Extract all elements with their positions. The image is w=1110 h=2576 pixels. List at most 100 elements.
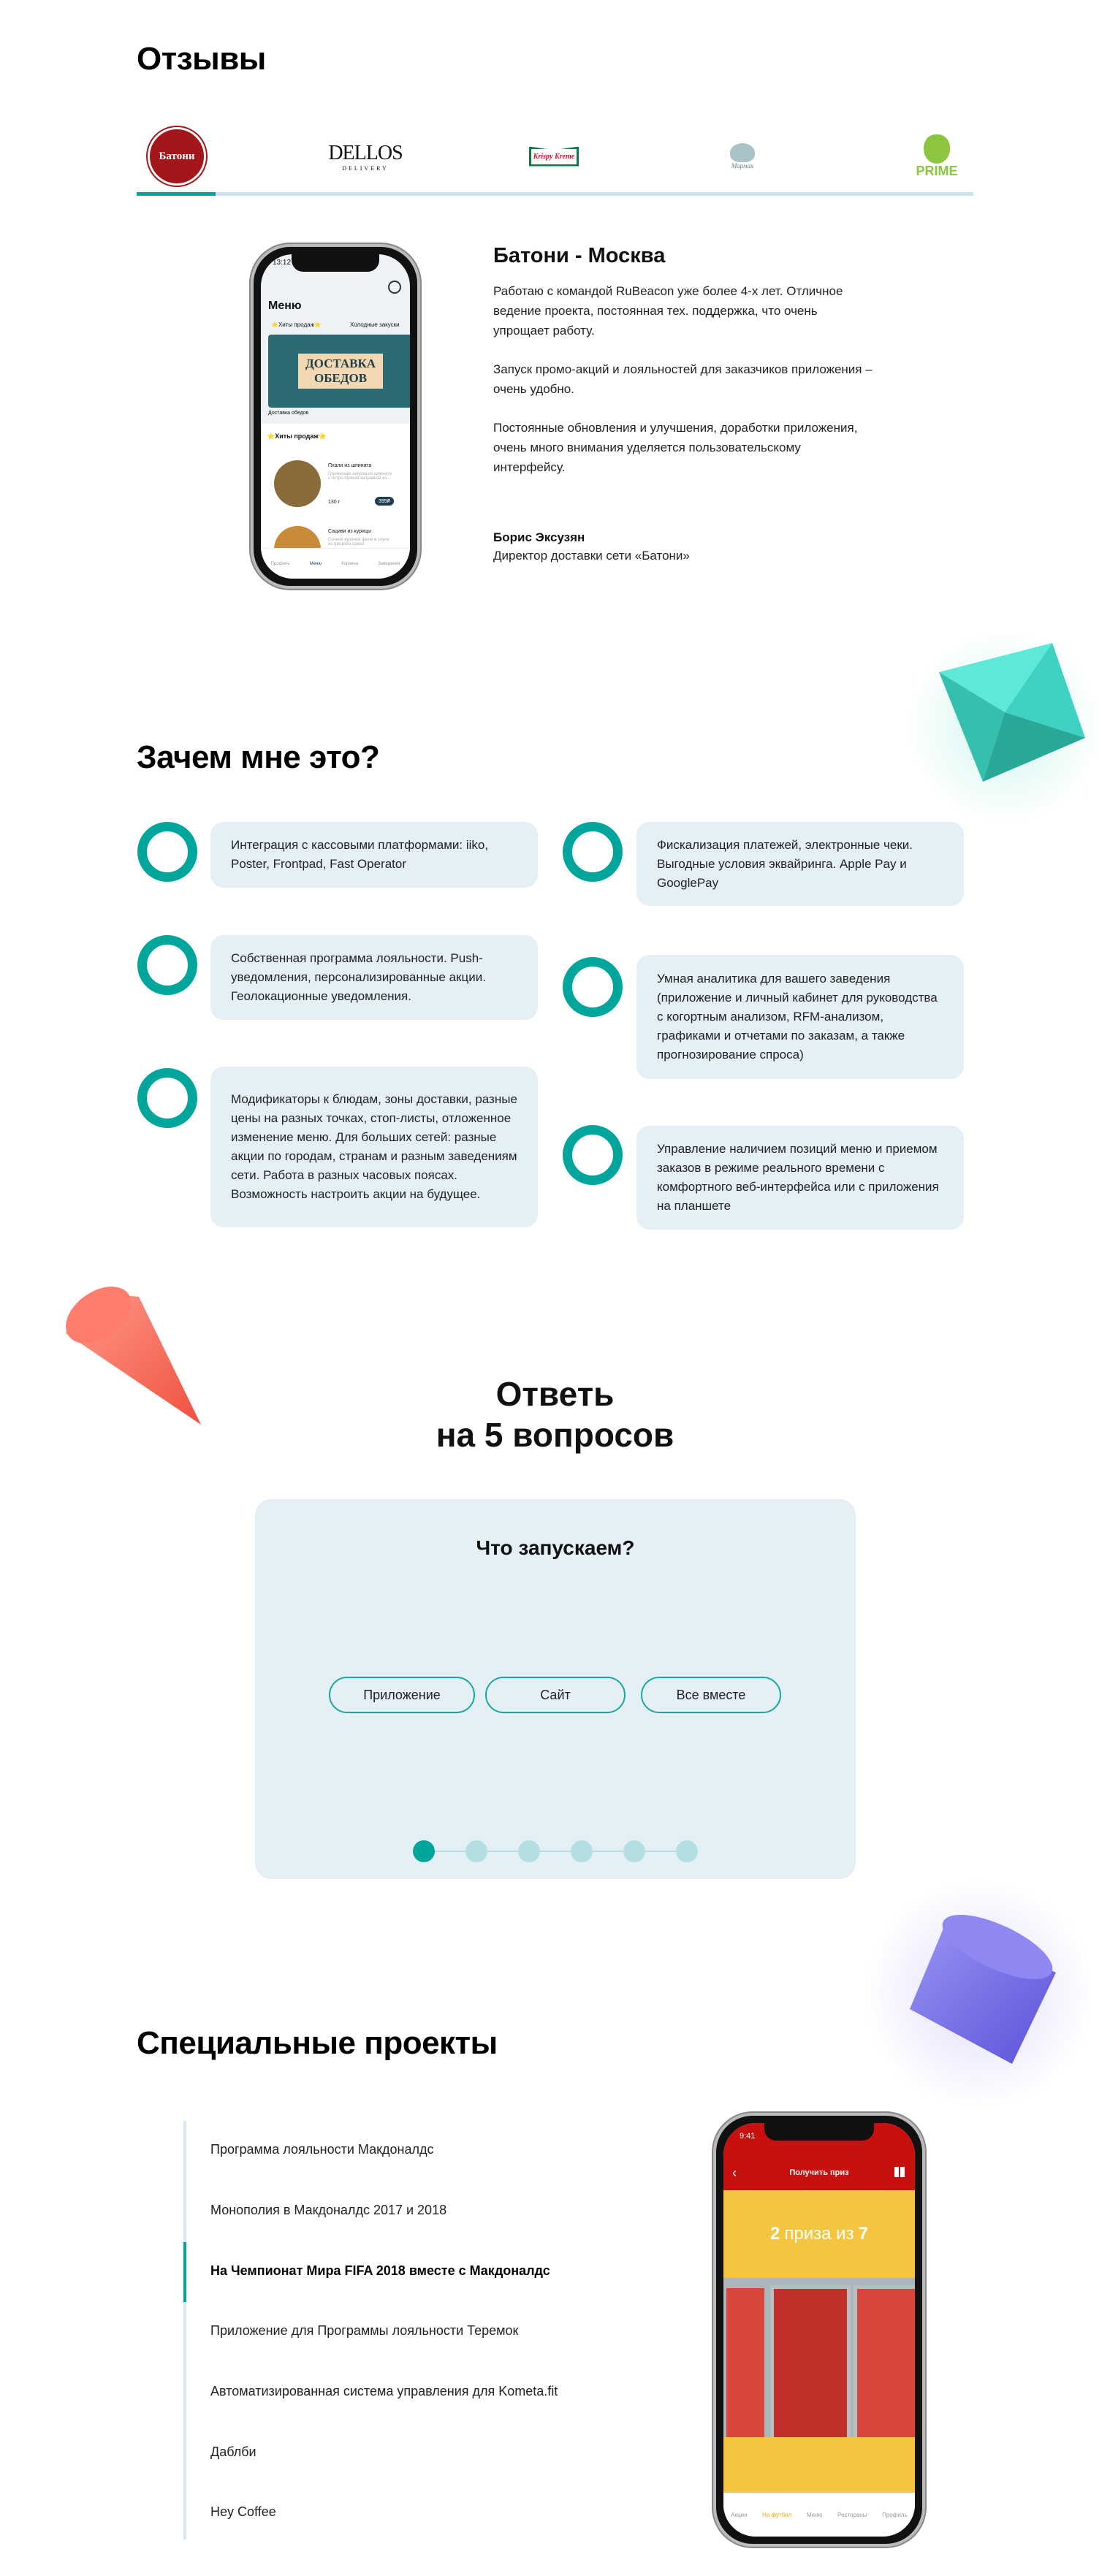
project-item[interactable]: Монополия в Макдоналдс 2017 и 2018: [210, 2203, 447, 2217]
phone-time: 9:41: [740, 2132, 756, 2141]
quiz-title: Ответь на 5 вопросов: [0, 1373, 1110, 1455]
octahedron-shape-icon: [939, 643, 1085, 782]
review-paragraph-3: Постоянные обновления и улучшения, дораб…: [493, 421, 858, 474]
project-phone-mockup: 9:41 ‹ Получить приз 2 приза из 7 Акции …: [713, 2113, 925, 2547]
project-item[interactable]: Приложение для Программы лояльности Тере…: [210, 2323, 519, 2338]
feature-ring-icon: [137, 1068, 197, 1128]
logo-batoni[interactable]: Батони: [133, 124, 221, 188]
progress-step-5: [623, 1840, 645, 1862]
dellos-logo-icon: DELLOS: [328, 141, 403, 164]
logo-prime[interactable]: PRIME: [893, 124, 981, 188]
quiz-card: [255, 1499, 856, 1879]
feature-text: Собственная программа лояльности. Push-у…: [231, 951, 486, 1003]
feature-card: Модификаторы к блюдам, зоны доставки, ра…: [210, 1067, 538, 1227]
phone-notch: [764, 2123, 874, 2141]
project-item[interactable]: Даблби: [210, 2444, 256, 2459]
review-title: Батони - Москва: [493, 244, 666, 267]
quiz-title-line-1: Ответь: [495, 1375, 615, 1413]
feature-ring-icon: [563, 957, 623, 1017]
dish-2-desc: Сочное куриное филе в соусе из грецкого …: [328, 538, 389, 546]
prize-count: 2: [770, 2224, 780, 2244]
dish-2-name: Сациви из курицы: [328, 529, 371, 534]
projects-list-active-marker: [183, 2242, 186, 2302]
progress-step-3: [518, 1840, 540, 1862]
logo-slider-track[interactable]: [137, 192, 973, 196]
tab-menu[interactable]: Меню: [309, 561, 322, 566]
progress-step-2: [465, 1840, 487, 1862]
option-all-button[interactable]: Все вместе: [641, 1677, 781, 1713]
quiz-title-line-2: на 5 вопросов: [436, 1416, 674, 1454]
tab-profile[interactable]: Профиль: [882, 2511, 908, 2518]
marmak-logo-text: Мармак: [731, 162, 754, 169]
dellos-logo-sub: DELIVERY: [342, 164, 389, 172]
banner-line-2: ОБЕДОВ: [313, 371, 368, 385]
review-paragraph-2: Запуск промо-акций и лояльностей для зак…: [493, 362, 873, 396]
progress-step-4: [571, 1840, 593, 1862]
review-author-role: Директор доставки сети «Батони»: [493, 549, 690, 563]
dish-1-weight: 130 г: [328, 500, 341, 505]
prize-total: 7: [858, 2224, 868, 2244]
project-item[interactable]: Программа лояльности Макдоналдс: [210, 2142, 434, 2157]
feature-card: Умная аналитика для вашего заведения (пр…: [636, 955, 964, 1079]
chef-avatar-icon: [388, 281, 401, 294]
reviews-title: Отзывы: [137, 41, 266, 77]
project-item-active[interactable]: На Чемпионат Мира FIFA 2018 вместе с Мак…: [210, 2263, 550, 2278]
tab-football[interactable]: На футбол: [762, 2511, 792, 2518]
feature-ring-icon: [563, 822, 623, 882]
review-paragraph-1: Работаю с командой RuBeacon уже более 4-…: [493, 284, 843, 338]
feature-text: Фискализация платежей, электронные чеки.…: [657, 837, 913, 890]
tab-menu[interactable]: Меню: [806, 2511, 823, 2518]
dish-1-desc: Грузинская закуска из шпината с остро-пр…: [328, 472, 392, 481]
back-arrow-icon[interactable]: ‹: [732, 2165, 737, 2180]
krispy-kreme-logo-icon: Krispy Kreme: [528, 146, 579, 167]
dish-image: [274, 460, 321, 507]
apple-logo-icon: [924, 134, 950, 164]
feature-card: Фискализация платежей, электронные чеки.…: [636, 822, 964, 906]
tab-promos[interactable]: Акции: [731, 2511, 748, 2518]
progress-step-1: [413, 1840, 435, 1862]
review-author: Борис Эксузян: [493, 530, 585, 544]
projects-title: Специальные проекты: [137, 2025, 498, 2061]
feature-text: Модификаторы к блюдам, зоны доставки, ра…: [231, 1092, 517, 1201]
feature-text: Интеграция с кассовыми платформами: iiko…: [231, 838, 489, 871]
project-item[interactable]: Автоматизированная система управления дл…: [210, 2384, 558, 2398]
tab-cart[interactable]: Корзина: [341, 561, 359, 566]
feature-ring-icon: [137, 822, 197, 882]
prize-text: приза из: [784, 2224, 854, 2244]
shell-logo-icon: [730, 143, 755, 162]
phone-tabbar: Акции На футбол Меню Рестораны Профиль: [723, 2493, 915, 2537]
option-app-button[interactable]: Приложение: [329, 1677, 475, 1713]
feature-card: Собственная программа лояльности. Push-у…: [210, 935, 538, 1020]
project-item[interactable]: Hey Coffee: [210, 2504, 276, 2519]
feature-card: Управление наличием позиций меню и прием…: [636, 1126, 964, 1230]
feature-ring-icon: [563, 1125, 623, 1185]
phone-header-title: Получить приз: [789, 2168, 849, 2177]
progress-line: [435, 1851, 687, 1852]
banner-caption: Доставка обедов: [268, 411, 309, 416]
tab-venues[interactable]: Заведения: [378, 561, 400, 566]
prize-counter: 2 приза из 7: [723, 2190, 915, 2278]
promo-banner: ДОСТАВКА ОБЕДОВ: [268, 335, 410, 408]
feature-text: Умная аналитика для вашего заведения (пр…: [657, 972, 938, 1062]
phone-menu-title: Меню: [268, 300, 302, 312]
logo-dellos[interactable]: DELLOS DELIVERY: [322, 124, 409, 188]
progress-step-6: [676, 1840, 698, 1862]
quiz-question: Что запускаем?: [476, 1536, 635, 1559]
review-phone-mockup: 13:12 Меню ⭐Хиты продаж⭐ Холодные закуск…: [251, 244, 420, 589]
logo-slider-active: [137, 192, 216, 196]
tab-profile[interactable]: Профиль: [270, 561, 290, 566]
logo-krispy-kreme[interactable]: Krispy Kreme: [510, 124, 598, 188]
projects-list-track: [183, 2121, 186, 2539]
logo-marmak[interactable]: Мармак: [699, 124, 786, 188]
grid-icon[interactable]: [894, 2167, 905, 2177]
phone-tab-1: ⭐Хиты продаж⭐: [271, 321, 322, 328]
phone-tabbar: Профиль Меню Корзина Заведения: [261, 548, 410, 579]
cone-decoration-icon: [66, 1287, 201, 1425]
phone-tab-2: Холодные закуски: [350, 321, 400, 328]
tab-restaurants[interactable]: Рестораны: [837, 2511, 867, 2518]
phone-section-title: ⭐Хиты продаж⭐: [267, 432, 327, 440]
dish-1-price-button[interactable]: 395₽: [375, 497, 395, 506]
option-site-button[interactable]: Сайт: [485, 1677, 626, 1713]
batoni-logo-icon: Батони: [148, 127, 206, 186]
banner-line-1: ДОСТАВКА: [305, 357, 376, 370]
